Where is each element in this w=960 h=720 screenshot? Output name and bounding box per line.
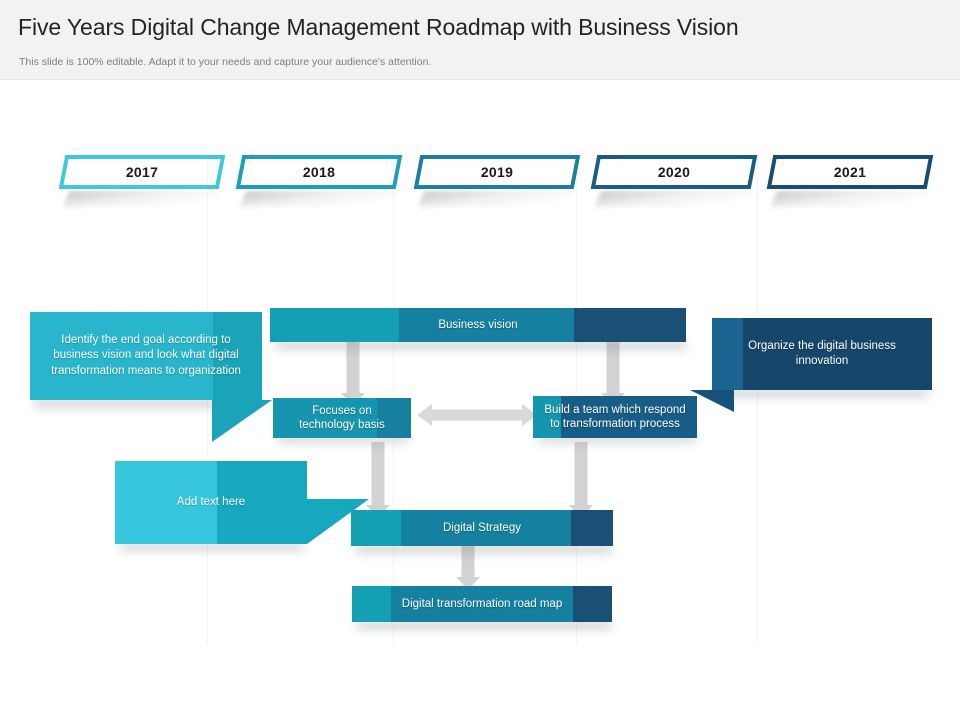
year-banner-shadow bbox=[595, 191, 753, 207]
bar-shadow bbox=[538, 434, 696, 443]
year-banner-2019[interactable]: 2019 bbox=[413, 155, 581, 207]
year-banner-2021[interactable]: 2021 bbox=[766, 155, 934, 207]
callout-segment-1 bbox=[712, 318, 743, 390]
year-banner-shadow bbox=[63, 191, 221, 207]
bar-segment-3 bbox=[573, 308, 686, 342]
bar-segment-2 bbox=[391, 586, 573, 622]
callout-text: Identify the end goal according to busin… bbox=[51, 334, 241, 377]
callout-body bbox=[115, 461, 307, 544]
callout-add-text[interactable]: Add text here bbox=[115, 461, 369, 544]
focuses-label: Focuses on technology basis bbox=[299, 404, 385, 431]
guide-line-2 bbox=[393, 150, 394, 645]
year-banner-2018[interactable]: 2018 bbox=[235, 155, 403, 207]
callout-segment-1 bbox=[30, 312, 214, 400]
callout-shadow bbox=[120, 542, 304, 551]
digital-strategy-label: Digital Strategy bbox=[443, 521, 521, 534]
callout-tail bbox=[212, 400, 272, 442]
year-label: 2018 bbox=[302, 164, 336, 180]
bar-segment-2 bbox=[398, 308, 574, 342]
callout-segment-1 bbox=[115, 461, 217, 544]
year-label: 2020 bbox=[657, 164, 691, 180]
year-banner-shadow bbox=[771, 191, 929, 207]
arrow-focuses-buildteam-bidirectional bbox=[417, 404, 537, 426]
bar-segment-3 bbox=[573, 586, 612, 622]
year-banner-shadow bbox=[418, 191, 576, 207]
bar-segment-1 bbox=[270, 308, 399, 342]
callout-shadow bbox=[716, 388, 928, 398]
year-banner-2020[interactable]: 2020 bbox=[590, 155, 758, 207]
focuses-box[interactable]: Focuses on technology basis bbox=[273, 398, 411, 438]
year-banner-2017[interactable]: 2017 bbox=[58, 155, 226, 207]
build-team-box[interactable]: Build a team which respond to transforma… bbox=[533, 396, 697, 438]
bar-segment-1 bbox=[273, 398, 377, 438]
page-subtitle: This slide is 100% editable. Adapt it to… bbox=[19, 56, 432, 68]
callout-body bbox=[30, 312, 262, 400]
year-label: 2017 bbox=[125, 164, 159, 180]
callout-text: Organize the digital business innovation bbox=[748, 339, 896, 367]
bar-shadow bbox=[278, 434, 408, 443]
arrow-stem bbox=[371, 442, 385, 505]
callout-organize-innovation[interactable]: Organize the digital business innovation bbox=[690, 318, 932, 412]
callout-text: Add text here bbox=[176, 495, 246, 508]
year-label: 2021 bbox=[833, 164, 867, 180]
bar-segment-1 bbox=[352, 586, 391, 622]
callout-body bbox=[712, 318, 932, 390]
bar-shadow bbox=[356, 544, 612, 554]
arrow-stem bbox=[346, 336, 360, 393]
roadmap-label: Digital transformation road map bbox=[401, 597, 563, 610]
business-vision-bar[interactable]: Business vision bbox=[270, 308, 686, 342]
arrow-head-left bbox=[417, 404, 432, 426]
callout-shadow bbox=[34, 398, 254, 408]
guide-line-4 bbox=[757, 150, 758, 645]
arrow-stem bbox=[574, 442, 588, 505]
bar-segment-2 bbox=[560, 396, 697, 438]
build-team-label: Build a team which respond to transforma… bbox=[544, 403, 686, 430]
callout-segment-2 bbox=[742, 318, 932, 390]
business-vision-label: Business vision bbox=[438, 318, 518, 331]
bar-segment-3 bbox=[571, 510, 613, 546]
roadmap-bar[interactable]: Digital transformation road map bbox=[352, 586, 612, 622]
year-banner-shadow bbox=[240, 191, 398, 207]
bar-shadow bbox=[276, 340, 686, 350]
arrow-stem bbox=[431, 409, 523, 421]
bar-segment-1 bbox=[351, 510, 401, 546]
callout-tail bbox=[690, 390, 734, 412]
slide-header: Five Years Digital Change Management Roa… bbox=[0, 0, 960, 80]
digital-strategy-bar[interactable]: Digital Strategy bbox=[351, 510, 613, 546]
arrow-buildteam-to-digitalstrategy bbox=[568, 442, 594, 518]
bar-segment-1 bbox=[533, 396, 561, 438]
arrow-stem bbox=[606, 336, 620, 393]
callout-segment-2 bbox=[213, 312, 262, 400]
callout-identify-end-goal[interactable]: Identify the end goal according to busin… bbox=[30, 312, 272, 442]
arrow-stem bbox=[461, 546, 475, 577]
bar-shadow bbox=[357, 620, 611, 630]
bar-segment-2 bbox=[400, 510, 572, 546]
page-title: Five Years Digital Change Management Roa… bbox=[18, 14, 739, 40]
callout-segment-2 bbox=[216, 461, 307, 544]
year-label: 2019 bbox=[480, 164, 514, 180]
bar-segment-2 bbox=[376, 398, 411, 438]
